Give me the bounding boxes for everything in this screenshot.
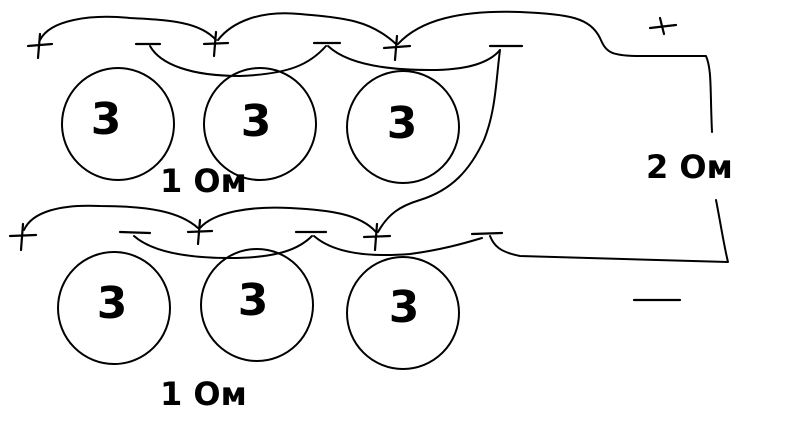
wire-bottom-minus-2-3 [313,235,483,257]
speaker-top-1-label: 3 [91,94,122,145]
top-plus-2 [202,30,230,58]
wire-top-plus-1-2 [39,15,217,41]
speaker-top-1: 3 [61,67,175,181]
speaker-top-3-circle [346,70,460,184]
wire-top-minus-1-2 [149,45,327,77]
speaker-top-3-label: 3 [387,98,418,149]
speaker-bottom-2-label: 3 [238,275,269,326]
bottom-plus-3 [362,222,392,252]
bottom-minus-1 [118,230,152,235]
speaker-bottom-2-circle [200,248,314,362]
wire-bottom-plus-2-3 [199,206,377,233]
speaker-bottom-1-label: 3 [97,278,128,329]
speaker-bottom-3-circle [346,256,460,370]
top-plus-1 [26,32,54,60]
speaker-bottom-1: 3 [57,251,171,365]
wire-top-plus-to-output [397,10,713,133]
speaker-top-2-label: 3 [241,96,272,147]
bottom-plus-1 [8,222,38,252]
wire-bottom-minus-1-2 [133,235,313,259]
speaker-bottom-2: 3 [200,248,314,362]
wire-bottom-plus-1-2 [23,204,199,231]
speaker-top-3: 3 [346,70,460,184]
wire-top-minus-2-3 [327,45,501,71]
total-resistance-label: 2 Ом [646,148,733,186]
output-plus [648,16,678,36]
wire-bottom-minus-to-output [489,199,729,263]
speaker-bottom-3: 3 [346,256,460,370]
speaker-bottom-3-label: 3 [389,282,420,333]
bottom-plus-2 [186,218,214,246]
wire-top-plus-2-3 [217,12,397,45]
speaker-bottom-1-circle [57,251,171,365]
bottom-minus-3 [470,231,504,236]
wire-top-minus-to-bottom-plus [377,49,501,233]
top-group-resistance-label: 1 Ом [160,162,247,200]
speaker-top-1-circle [61,67,175,181]
speaker-top-2-circle [203,67,317,181]
speaker-top-2: 3 [203,67,317,181]
top-plus-3 [382,34,412,62]
bottom-group-resistance-label: 1 Ом [160,375,247,413]
